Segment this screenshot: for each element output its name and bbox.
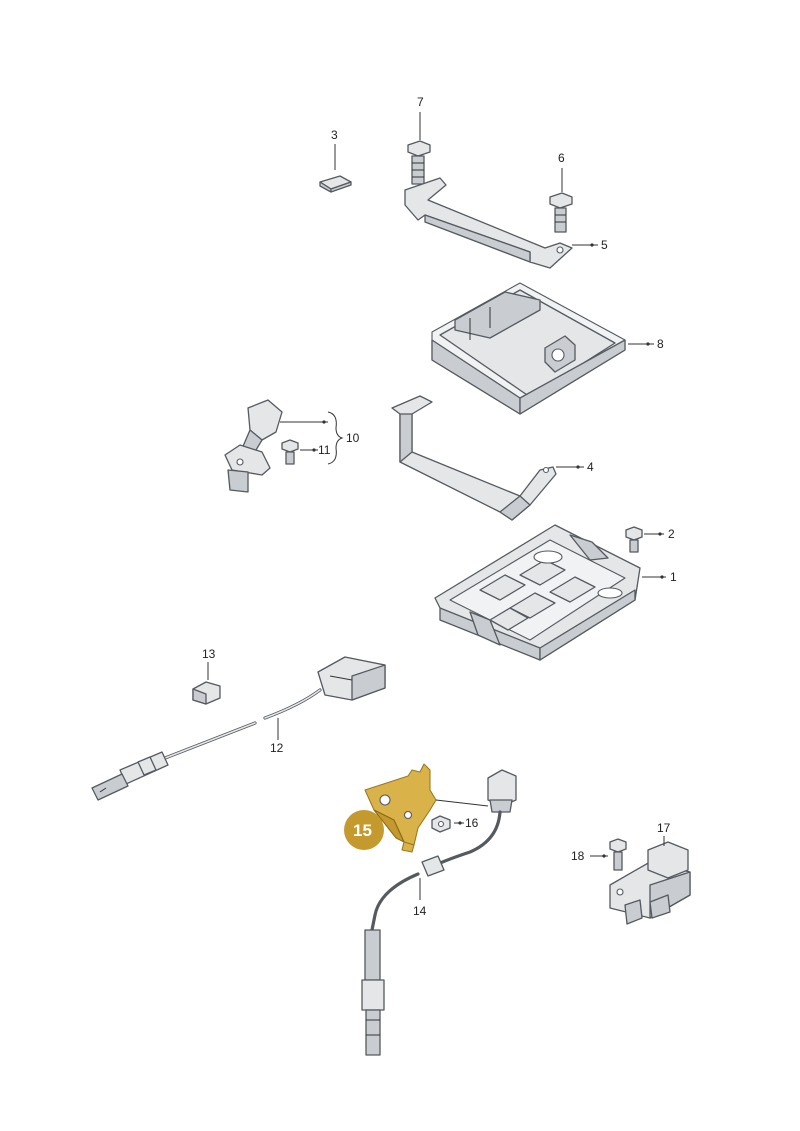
callout-3: 3 bbox=[331, 128, 338, 142]
callout-8: 8 bbox=[657, 337, 664, 351]
callout-14: 14 bbox=[413, 904, 427, 918]
callout-10: 10 bbox=[346, 431, 360, 445]
part-8-control-unit[interactable] bbox=[431, 282, 626, 415]
part-17-pressure-sensor[interactable] bbox=[609, 841, 691, 925]
callout-4: 4 bbox=[587, 460, 594, 474]
callout-16: 16 bbox=[465, 816, 479, 830]
callout-17: 17 bbox=[657, 821, 671, 835]
part-10-sensor[interactable] bbox=[224, 399, 283, 493]
part-6-bolt[interactable] bbox=[549, 192, 573, 233]
callout-1: 1 bbox=[670, 570, 677, 584]
part-1-tray[interactable] bbox=[434, 524, 641, 661]
part-7-bolt[interactable] bbox=[407, 140, 431, 185]
callout-13: 13 bbox=[202, 647, 216, 661]
part-3-pad[interactable] bbox=[319, 175, 352, 193]
part-4-bracket[interactable] bbox=[391, 395, 557, 521]
callout-18: 18 bbox=[571, 849, 585, 863]
callout-15-badge bbox=[344, 810, 384, 850]
part-16-nut[interactable] bbox=[431, 815, 451, 833]
part-13-clip[interactable] bbox=[192, 681, 221, 705]
part-12-oxygen-sensor[interactable] bbox=[91, 656, 386, 801]
callout-7: 7 bbox=[417, 95, 424, 109]
part-5-bracket[interactable] bbox=[404, 177, 573, 269]
part-11-bolt[interactable] bbox=[281, 439, 299, 465]
callout-11: 11 bbox=[318, 443, 331, 457]
callout-2: 2 bbox=[668, 527, 675, 541]
callout-6: 6 bbox=[558, 151, 565, 165]
callout-5: 5 bbox=[601, 238, 608, 252]
callout-15: 15 bbox=[353, 821, 372, 840]
part-18-bolt[interactable] bbox=[609, 838, 627, 871]
part-14-temperature-sensor[interactable] bbox=[361, 769, 517, 1056]
part-2-bolt[interactable] bbox=[625, 526, 643, 553]
callout-12: 12 bbox=[270, 741, 284, 755]
